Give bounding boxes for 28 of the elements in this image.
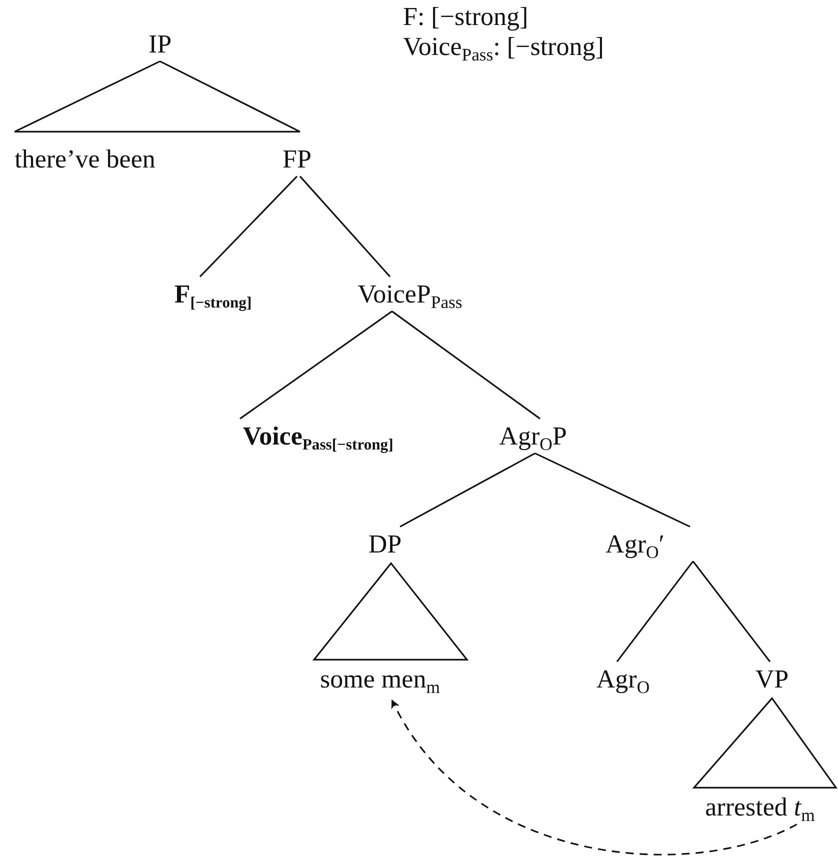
- tree-node-label: Agr$_{O}$P: [499, 422, 567, 452]
- tree-node-label: VoiceP$_{Pass}$: [358, 280, 462, 310]
- feature-note: F: [−strong]: [403, 3, 528, 32]
- movement-arrow: [391, 700, 798, 856]
- tree-branch: [160, 60, 300, 132]
- tree-branch: [14, 60, 160, 132]
- tree-node-label: Voice$_{Pass[−strong]}$: [242, 422, 394, 452]
- tree-branch: [299, 176, 391, 278]
- tree-node-label: Agr$_{O}$′: [606, 530, 664, 560]
- triangle-roof: [312, 562, 469, 660]
- tree-branch: [692, 560, 771, 662]
- tree-branch: [240, 310, 392, 420]
- tree-node-label: F$_{[−strong]}$: [174, 280, 252, 310]
- tree-branch: [199, 176, 298, 278]
- tree-branch: [400, 452, 536, 528]
- tree-node-label: there’ve been: [14, 146, 156, 174]
- tree-node-label: Agr$_{O}$: [596, 666, 650, 694]
- triangle-roof: [692, 697, 838, 788]
- tree-node-label: arrested t$_{m}$: [705, 794, 815, 822]
- tree-node-label: DP: [368, 530, 402, 560]
- tree-node-label: VP: [755, 666, 789, 694]
- feature-note: Voice$_{Pass}$: [−strong]: [403, 33, 604, 62]
- tree-node-label: some men$_{m}$: [320, 666, 440, 694]
- tree-node-label: FP: [282, 146, 312, 174]
- tree-branch: [392, 310, 540, 420]
- tree-branch: [534, 452, 690, 528]
- tree-branch: [616, 560, 694, 662]
- tree-node-label: IP: [148, 30, 172, 60]
